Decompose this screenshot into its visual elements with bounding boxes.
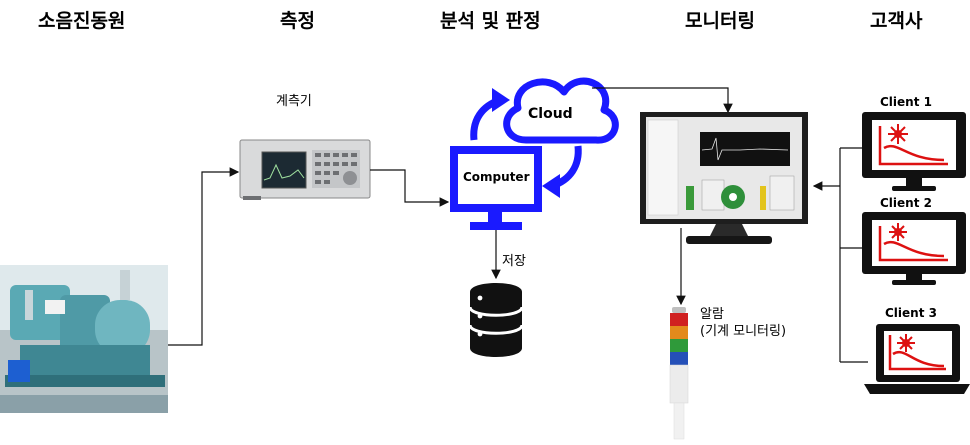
signal-tower-icon: [669, 307, 689, 440]
client-bracket: [812, 147, 868, 363]
cloud-label: Cloud: [528, 106, 573, 122]
header-measure: 측정: [280, 10, 315, 32]
header-monitoring: 모니터링: [685, 10, 755, 32]
alarm-sublabel: (기계 모니터링): [700, 324, 787, 339]
database-icon: [468, 283, 524, 357]
monitoring-screen: [640, 112, 808, 244]
client3-label: Client 3: [885, 306, 937, 320]
client1-monitor-icon: [862, 112, 966, 191]
storage-label: 저장: [502, 254, 526, 269]
client3-laptop-icon: [864, 324, 970, 394]
machine-image: [0, 265, 168, 413]
client1-label: Client 1: [880, 95, 932, 109]
spectrum-analyzer-icon: [239, 139, 371, 200]
client2-monitor-icon: [862, 212, 966, 285]
header-source: 소음진동원: [38, 10, 126, 32]
client2-label: Client 2: [880, 196, 932, 210]
computer-label: Computer: [463, 170, 530, 184]
instrument-label: 계측기: [276, 94, 312, 109]
header-customer: 고객사: [870, 10, 923, 32]
cloud-icon: [503, 77, 619, 144]
sync-arrow-icon: [470, 88, 582, 198]
alarm-label: 알람: [700, 307, 724, 322]
header-analysis: 분석 및 판정: [440, 10, 541, 32]
computer-monitor-icon: [450, 146, 542, 230]
